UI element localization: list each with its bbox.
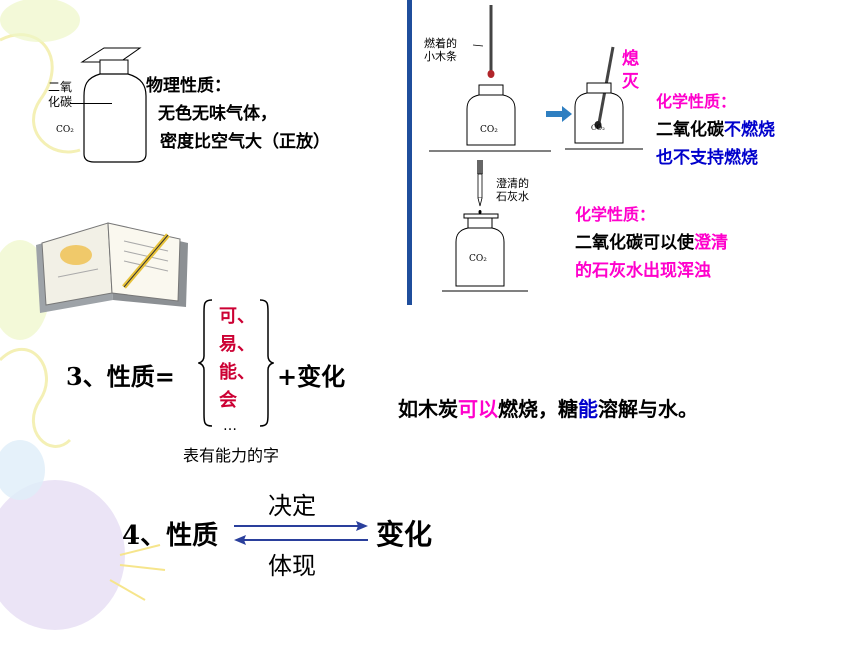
arrow-right-icon (546, 106, 572, 122)
extinguished-stick-experiment (565, 46, 643, 150)
point4-top-label: 决定 (268, 492, 316, 520)
chem2-title: 化学性质： (575, 205, 656, 224)
ability-brace-left (198, 299, 213, 427)
ability-ellipsis: … (223, 418, 237, 434)
bottle-a-formula: CO₂ (480, 125, 498, 135)
physical-title: 物理性质： (146, 76, 231, 96)
physical-line-1: 无色无味气体， (158, 104, 277, 124)
chem1-line-1: 二氧化碳不燃烧 (656, 120, 775, 140)
ability-words: 可、 易、 能、 会 (219, 306, 255, 411)
burning-stick-label: 燃着的 小木条 (424, 37, 457, 63)
limewater-experiment (442, 160, 528, 292)
chem2-line-2: 的石灰水出现浑浊 (575, 261, 711, 281)
ability-brace-right (259, 299, 274, 427)
chem1-title: 化学性质： (656, 92, 737, 111)
section-divider (407, 0, 412, 305)
ability-note: 表有能力的字 (183, 446, 280, 465)
limewater-bottle-formula: CO₂ (469, 254, 487, 264)
bottle-formula: CO₂ (56, 125, 74, 135)
chemical-property-2: 化学性质： 二氧化碳可以使澄清 的石灰水出现浑浊 (575, 201, 728, 285)
point3-example: 如木炭可以燃烧，糖能溶解与水。 (398, 397, 698, 421)
chem1-line-2: 也不支持燃烧 (656, 148, 758, 168)
book-illustration (36, 222, 188, 313)
burning-stick-experiment (429, 5, 551, 152)
point3-suffix: +变化 (277, 362, 346, 391)
chemical-property-1: 化学性质： 二氧化碳不燃烧 也不支持燃烧 (656, 88, 775, 172)
bottle-label: 二氧 化碳 (48, 80, 73, 109)
double-arrow-icon (234, 521, 368, 545)
limewater-label: 澄清的 石灰水 (496, 177, 529, 203)
gas-bottle-illustration (80, 47, 147, 163)
point4-bottom-label: 体现 (268, 552, 316, 580)
point4-left: 4、性质 (122, 521, 219, 551)
point3-prefix: 3、性质= (66, 362, 175, 391)
point4-right: 变化 (376, 518, 433, 551)
physical-line-2: 密度比空气大（正放） (160, 132, 330, 152)
bottle-label-pointer (70, 103, 112, 104)
bottle-b-formula: CO₂ (591, 124, 605, 132)
physical-property-text: 物理性质： 无色无味气体， 密度比空气大（正放） (146, 72, 330, 156)
extinguished-label: 熄 灭 (622, 49, 639, 92)
chem2-line-1: 二氧化碳可以使澄清 (575, 233, 728, 253)
